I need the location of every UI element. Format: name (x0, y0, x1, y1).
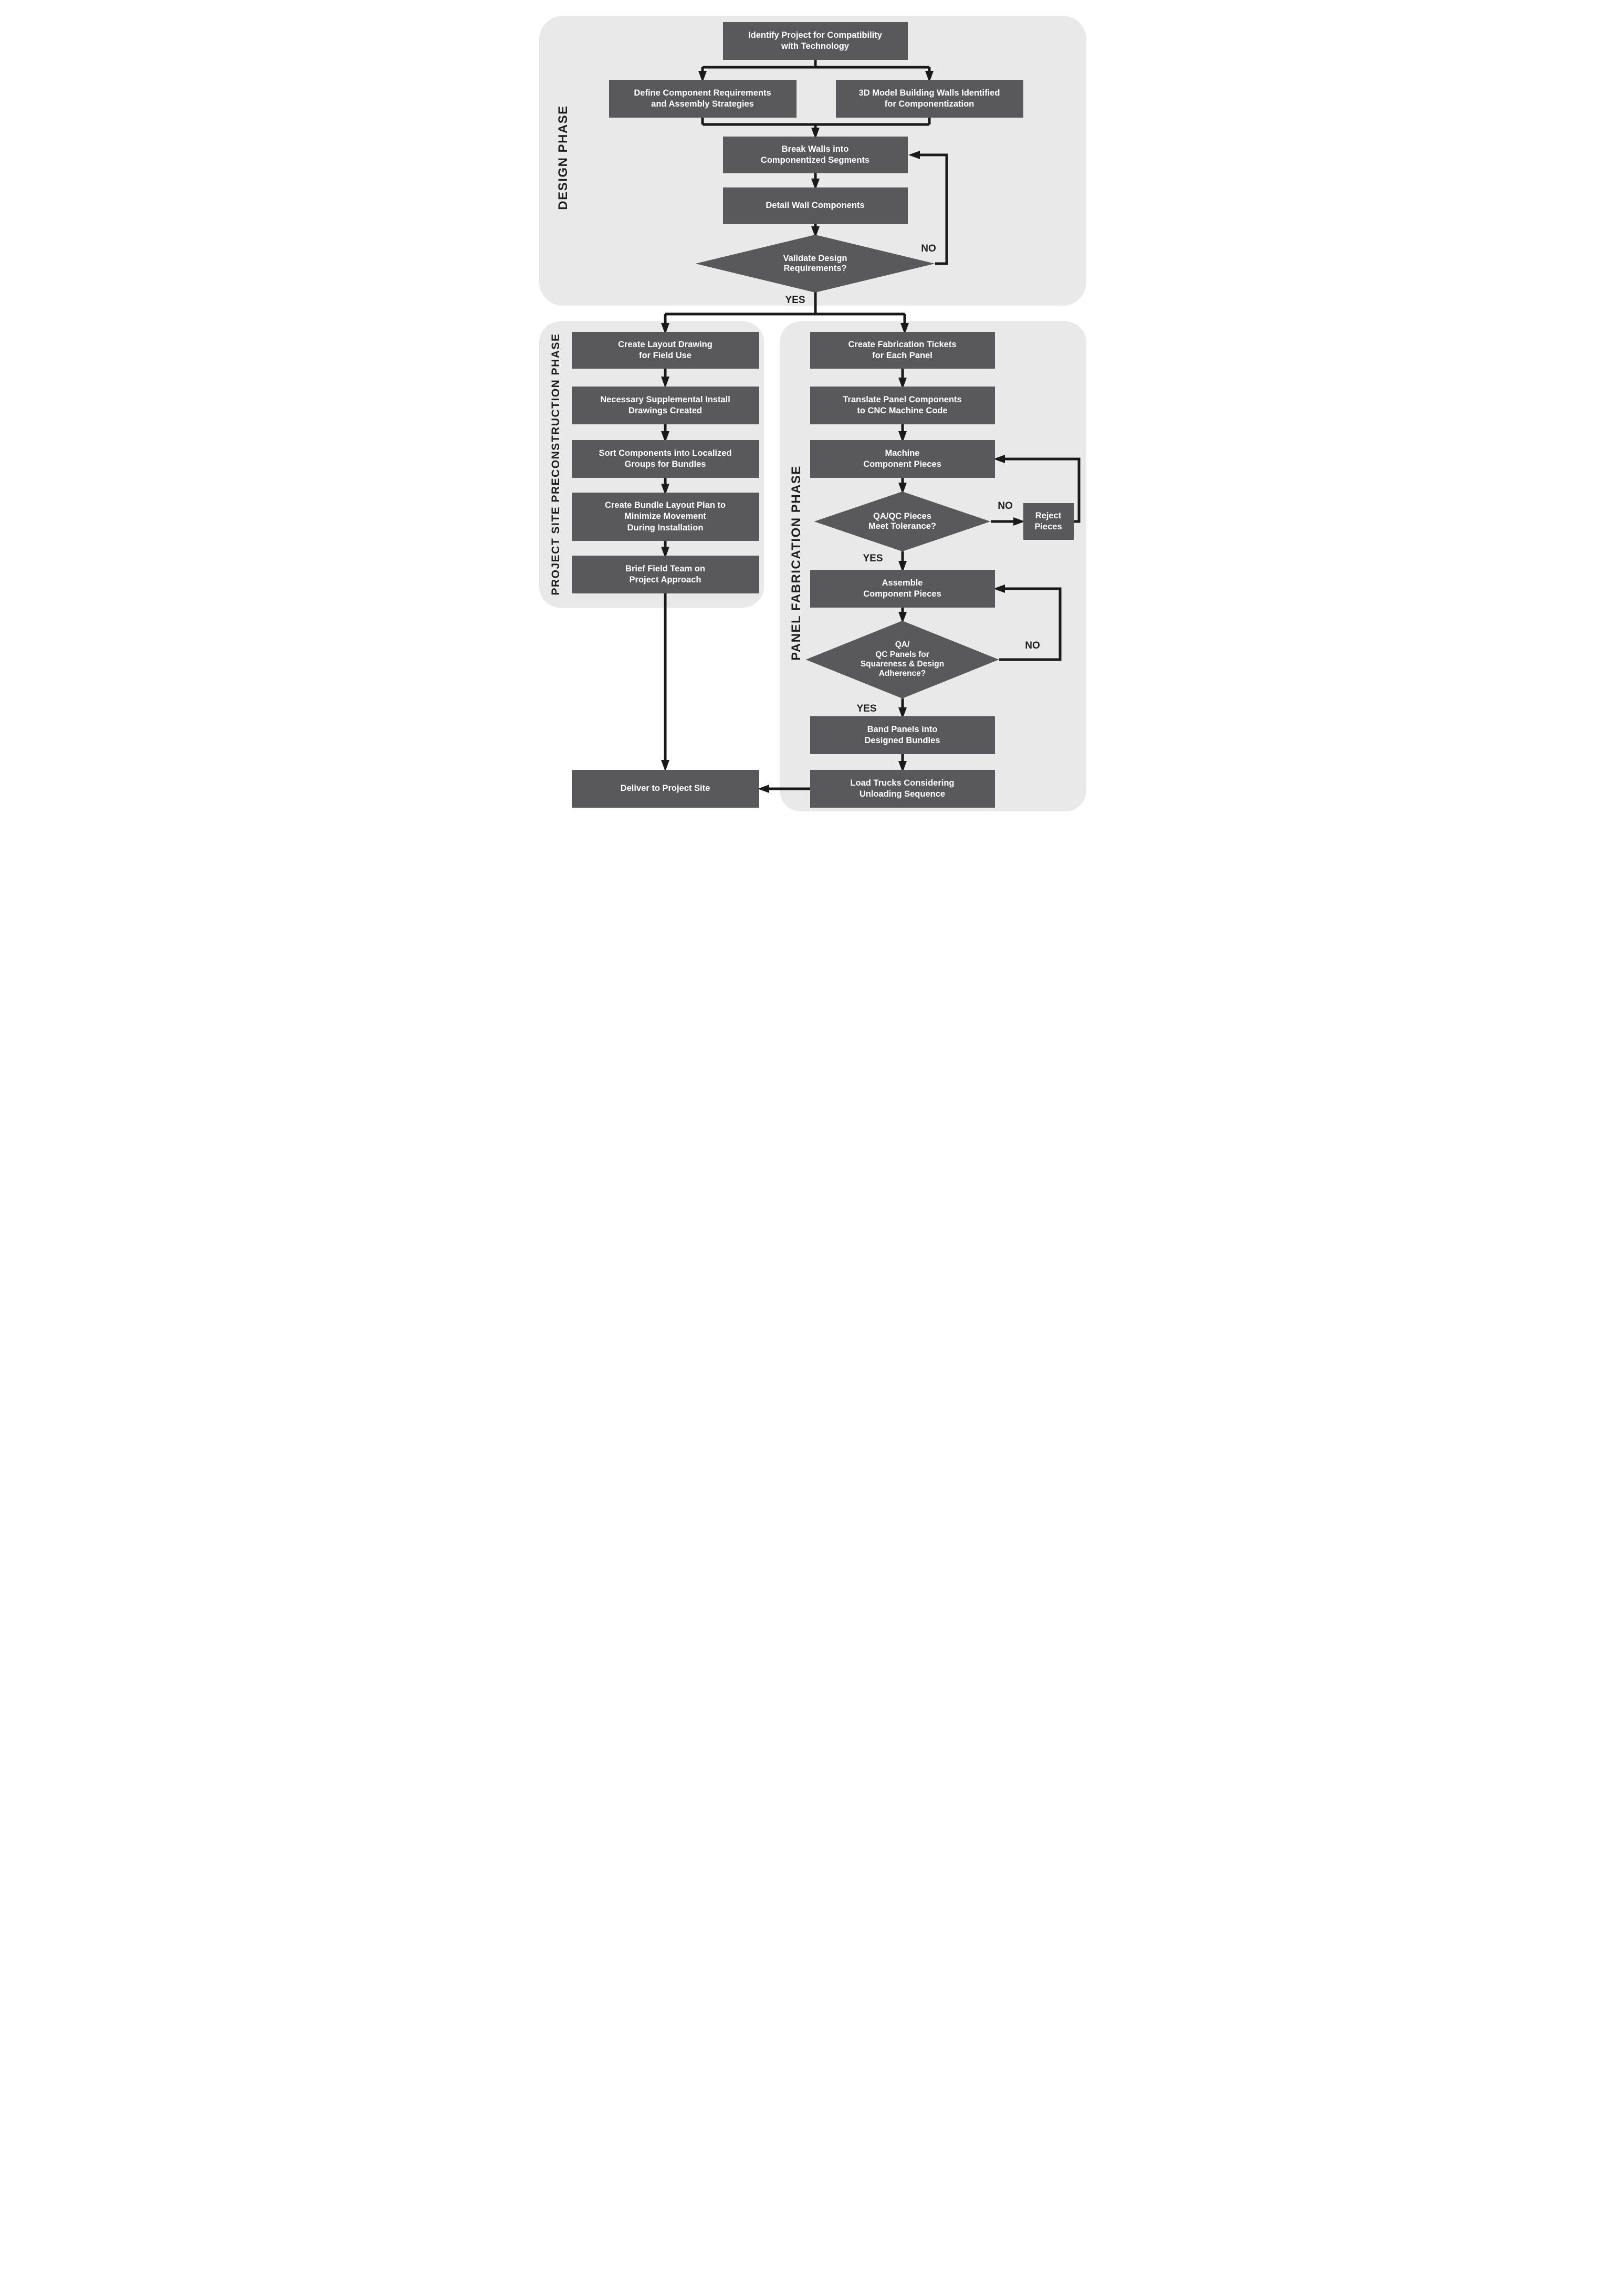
node-create-fabrication-tickets: Create Fabrication Tickets for Each Pane… (810, 332, 995, 369)
edge-label-no-validate: NO (921, 243, 936, 254)
phase-label-preconstruction: PROJECT SITE PRECONSTRUCTION PHASE (549, 333, 562, 596)
node-brief-field-team: Brief Field Team on Project Approach (571, 556, 759, 593)
node-supplemental-drawings: Necessary Supplemental Install Drawings … (571, 387, 759, 424)
node-band-panels: Band Panels into Designed Bundles (810, 716, 995, 754)
edge-label-no-qaqc-pieces: NO (998, 500, 1013, 512)
edge-label-yes-validate: YES (785, 295, 805, 306)
node-break-walls: Break Walls into Componentized Segments (722, 137, 908, 173)
node-load-trucks: Load Trucks Considering Unloading Sequen… (810, 770, 995, 808)
node-create-layout-drawing: Create Layout Drawing for Field Use (571, 332, 759, 369)
phase-label-design: DESIGN PHASE (556, 105, 570, 210)
node-define-requirements: Define Component Requirements and Assemb… (609, 80, 797, 118)
node-assemble-pieces: Assemble Component Pieces (810, 570, 995, 608)
phase-label-fabrication: PANEL FABRICATION PHASE (789, 465, 803, 661)
node-bundle-layout-plan: Create Bundle Layout Plan to Minimize Mo… (571, 493, 759, 541)
node-detail-wall-components: Detail Wall Components (722, 187, 908, 224)
edge-label-yes-qaqc-pieces: YES (863, 553, 883, 564)
node-machine-component-pieces: Machine Component Pieces (810, 440, 995, 478)
edge-label-yes-qaqc-panels: YES (856, 703, 877, 714)
node-deliver-to-site: Deliver to Project Site (571, 770, 759, 808)
node-sort-components: Sort Components into Localized Groups fo… (571, 440, 759, 478)
node-translate-cnc-code: Translate Panel Components to CNC Machin… (810, 387, 995, 424)
node-3d-model-walls: 3D Model Building Walls Identified for C… (835, 80, 1023, 118)
flowchart-canvas: DESIGN PHASE PROJECT SITE PRECONSTRUCTION… (523, 0, 1101, 813)
node-reject-pieces: Reject Pieces (1023, 503, 1074, 540)
edge-label-no-qaqc-panels: NO (1025, 640, 1040, 651)
node-identify-project: Identify Project for Compatibility with … (722, 22, 908, 60)
